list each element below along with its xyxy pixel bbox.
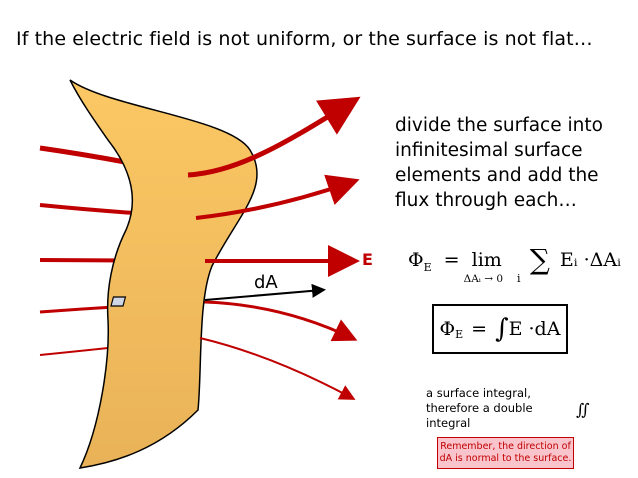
reminder-note: Remember, the direction of dA is normal … (437, 437, 574, 469)
equals-sign: = (443, 249, 460, 271)
summation-term: Eᵢ ·ΔAᵢ (559, 249, 621, 271)
area-element-label: dA (254, 272, 278, 293)
field-line-1-right (187, 96, 361, 178)
field-line-4-right (204, 300, 358, 342)
normal-vector-arrow (204, 283, 326, 301)
double-integral-symbol: ∬ (576, 400, 590, 419)
slide-title: If the electric field is not uniform, or… (16, 28, 593, 50)
curved-surface (69, 79, 258, 469)
limit-operator: lim ΔAᵢ → 0 (464, 249, 503, 285)
phi-symbol: Φ (408, 249, 424, 271)
surface-element (110, 296, 127, 307)
integral-term: E ·dA (508, 318, 561, 340)
summation-symbol: ∑ (529, 243, 550, 276)
limit-subscript: ΔAᵢ → 0 (463, 273, 504, 285)
description-text: divide the surface into infinitesimal su… (395, 115, 603, 211)
surface-integral-note: a surface integral, therefore a double i… (426, 386, 533, 430)
field-line-5-right (199, 337, 356, 400)
flux-sum-equation: ΦE = lim ΔAᵢ → 0 ∑ Eᵢ ·ΔAᵢ (408, 240, 621, 285)
integral-symbol: ∫ (495, 314, 509, 344)
phi-subscript: E (455, 327, 464, 341)
summation-subscript: i (517, 272, 521, 285)
phi-symbol: Φ (439, 318, 456, 340)
phi-subscript: E (423, 261, 432, 274)
field-label: E (362, 250, 373, 269)
limit-text: lim (471, 249, 502, 271)
equals-sign: = (471, 318, 488, 340)
field-line-2-right (195, 174, 360, 220)
